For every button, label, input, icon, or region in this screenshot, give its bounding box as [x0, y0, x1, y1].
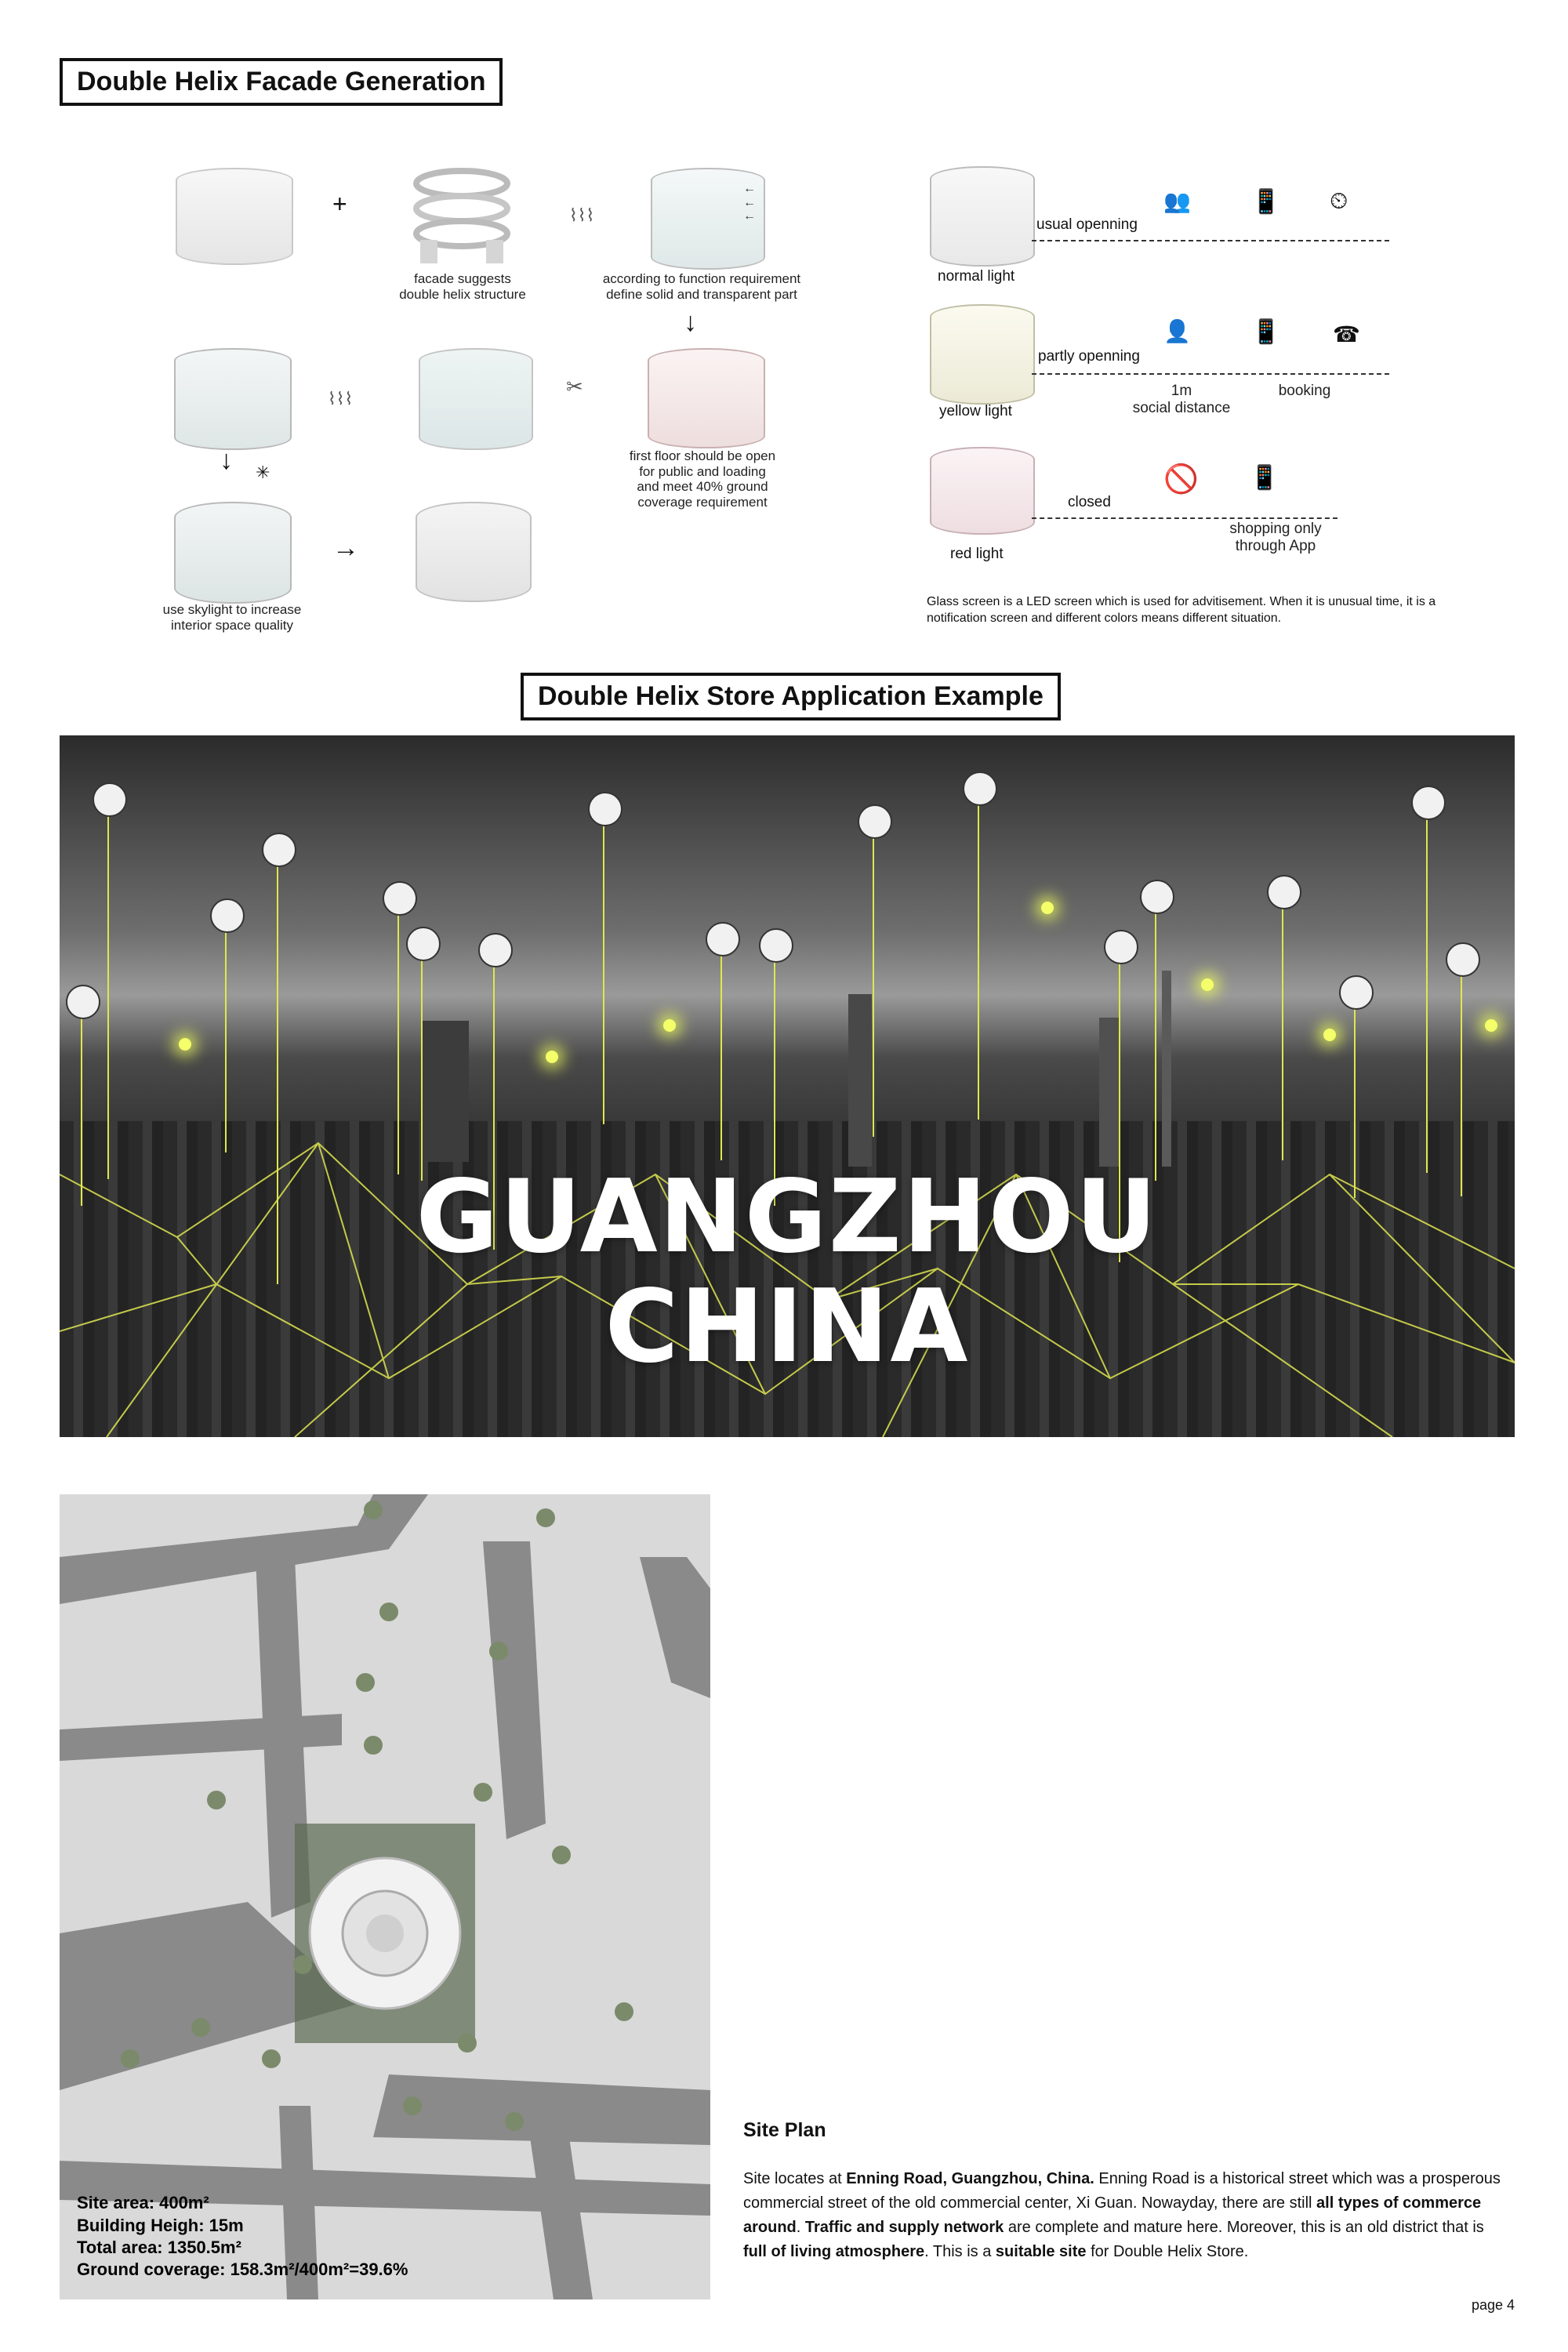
status-usual-openning: usual openning	[1036, 216, 1138, 233]
pin-store-icon	[66, 985, 100, 1019]
arrow-right: →	[332, 533, 359, 563]
pin-bar-icon-4	[1140, 880, 1174, 914]
pin-garage-icon-3	[1446, 942, 1480, 977]
cylinder-function	[651, 168, 765, 270]
pin-cart-icon-3	[1411, 786, 1446, 820]
phone-app-icon: 📱	[1251, 189, 1281, 215]
note-social-distance: 1m social distance	[1132, 383, 1231, 416]
pin-bank-icon-2	[963, 771, 997, 806]
glass-note: Glass screen is a LED screen which is us…	[927, 595, 1436, 625]
total-area: Total area: 1350.5m²	[77, 2237, 241, 2257]
light-name-normal: normal light	[938, 268, 1015, 285]
caption-helix: facade suggests double helix structure	[399, 271, 526, 302]
note-booking: booking	[1278, 383, 1331, 399]
cylinder-final	[416, 502, 532, 602]
cylinder-skylight	[174, 502, 292, 604]
phone-call-icon: ☎	[1333, 322, 1360, 347]
light-name-yellow: yellow light	[939, 403, 1012, 419]
cylinder-transparent	[419, 348, 533, 450]
plus-sign: +	[332, 190, 347, 218]
site-plan-description: Site locates at Enning Road, Guangzhou, …	[743, 2170, 1501, 2260]
caption-skylight: use skylight to increase interior space …	[162, 602, 302, 633]
pin-shop-icon-2	[406, 927, 441, 961]
page-number: page 4	[1471, 2297, 1515, 2313]
pin-cart-icon-2	[478, 933, 513, 967]
no-entry-icon: 🚫	[1163, 463, 1199, 495]
cylinder-yellow-light	[930, 304, 1035, 405]
pin-bar-icon-2	[588, 792, 622, 826]
pin-bar-icon-3	[759, 928, 793, 963]
cylinder-plain	[176, 168, 293, 265]
network-lines	[60, 1142, 1515, 1437]
divider-red	[1032, 517, 1338, 519]
ground-coverage: Ground coverage: 158.3m²/400m²=39.6%	[77, 2259, 408, 2279]
country-name: CHINA	[604, 1269, 970, 1385]
cylinder-helix-solid	[174, 348, 292, 450]
site-plan-title: Site Plan	[743, 2119, 826, 2141]
guangzhou-city-image: GUANGZHOU CHINA	[60, 735, 1515, 1437]
pin-store-icon-2	[1267, 875, 1301, 909]
pin-bank-icon	[858, 804, 892, 839]
site-plan-map: Site area: 400m² Building Heigh: 15m Tot…	[60, 1494, 710, 2299]
status-closed: closed	[1068, 494, 1111, 510]
site-info: Site area: 400m² Building Heigh: 15m Tot…	[77, 2192, 408, 2281]
cylinder-normal-light	[930, 166, 1035, 267]
pin-bar-icon-5	[1339, 975, 1374, 1010]
people-group-icon: 👥	[1163, 189, 1191, 213]
building-height: Building Heigh: 15m	[77, 2215, 244, 2235]
divider-yellow	[1032, 373, 1389, 375]
caption-first-floor: first floor should be open for public an…	[629, 448, 776, 510]
helix-structure	[413, 168, 510, 263]
pin-garage-icon	[383, 881, 417, 916]
pin-shop-icon-3	[1104, 930, 1138, 964]
cylinder-open-floor	[648, 348, 765, 448]
pin-shop-icon	[93, 782, 127, 817]
sun-icon: ✳	[256, 463, 270, 482]
cylinder-red-light	[930, 447, 1035, 535]
arrows-in-right: ←←←	[743, 182, 756, 223]
clock-24-icon: ⏲	[1330, 188, 1348, 214]
note-shopping-app: shopping only through App	[1229, 521, 1322, 554]
arrow-down-2: ↓	[220, 445, 233, 475]
site-area: Site area: 400m²	[77, 2193, 209, 2213]
light-name-red: red light	[950, 546, 1004, 562]
pin-garage-icon-2	[706, 922, 740, 956]
dna-icon: ⌇⌇⌇	[569, 205, 595, 225]
dna-icon-2: ⌇⌇⌇	[328, 389, 354, 408]
social-distance-icon: 👤	[1163, 319, 1191, 343]
phone-shop-icon: 📱	[1250, 465, 1279, 491]
pin-cart-icon	[262, 833, 296, 867]
section-title-application: Double Helix Store Application Example	[521, 673, 1061, 721]
divider-normal	[1032, 240, 1389, 241]
status-partly-openning: partly openning	[1038, 348, 1140, 365]
pin-bar-icon	[210, 898, 245, 933]
phone-booking-icon: 📱	[1251, 319, 1281, 345]
section-title-facade: Double Helix Facade Generation	[60, 58, 503, 107]
caption-function: according to function requirement define…	[602, 271, 801, 302]
city-name: GUANGZHOU	[416, 1159, 1159, 1276]
arrow-down-1: ↓	[684, 307, 697, 337]
cut-icon: ✂	[566, 375, 583, 398]
